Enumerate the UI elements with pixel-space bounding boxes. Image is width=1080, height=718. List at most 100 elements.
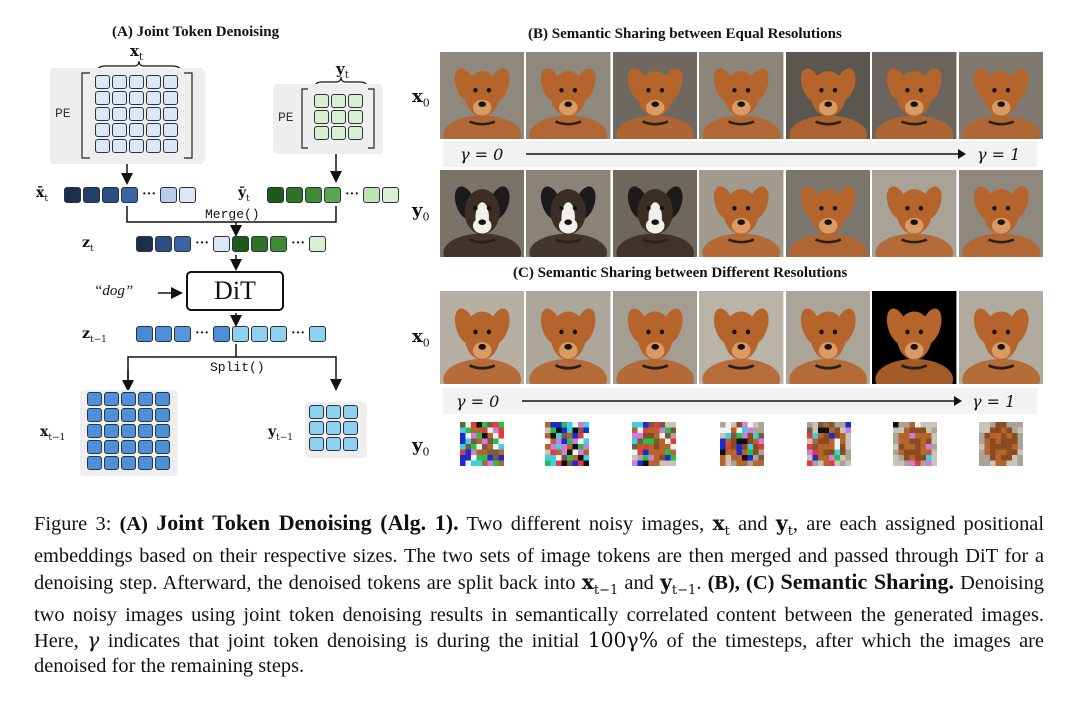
token-cell xyxy=(129,75,144,89)
token-cell xyxy=(95,107,110,121)
xt1-label: xt−1 xyxy=(40,424,66,443)
token-cell xyxy=(129,123,144,137)
token-cell xyxy=(138,424,153,438)
caption-yt: yt xyxy=(775,511,793,540)
token xyxy=(174,326,191,342)
token-cell xyxy=(314,110,329,124)
xbar-label: x̄t xyxy=(36,185,48,204)
yt-token-grid xyxy=(314,94,363,140)
token-cell xyxy=(314,126,329,140)
dog-image xyxy=(958,291,1043,384)
token xyxy=(251,236,269,252)
token-cell xyxy=(146,75,161,89)
token-cell xyxy=(104,456,119,470)
token-cell xyxy=(348,110,363,124)
caption-and-2: and xyxy=(618,572,661,595)
ellipsis: ··· xyxy=(345,187,360,202)
dog-image xyxy=(612,52,698,139)
dog-image xyxy=(526,52,611,139)
token-cell xyxy=(112,123,127,137)
token-cell xyxy=(104,424,119,438)
caption-a-title: Joint Token Denoising (Alg. 1). xyxy=(156,510,459,535)
token-cell xyxy=(104,440,119,454)
panel-c-gamma-arrow xyxy=(522,396,962,406)
token-cell xyxy=(155,408,170,422)
token-cell xyxy=(155,392,170,406)
panel-b-x0-label: x0 xyxy=(412,86,430,110)
token-cell xyxy=(163,139,178,153)
token-cell xyxy=(343,405,358,419)
token xyxy=(102,187,119,203)
token-cell xyxy=(146,107,161,121)
dog-image xyxy=(526,170,611,257)
token-cell xyxy=(129,91,144,105)
token-cell xyxy=(348,94,363,108)
panel-c-x0-image-strip xyxy=(440,291,1043,384)
noisy-dog-thumbnail xyxy=(545,422,590,467)
token-cell xyxy=(121,408,136,422)
xt1-token-grid xyxy=(87,392,170,470)
token-cell xyxy=(95,75,110,89)
figure-caption: Figure 3: (A) Joint Token Denoising (Alg… xyxy=(34,510,1044,679)
dog-image xyxy=(699,291,784,384)
merge-label: Merge() xyxy=(205,207,260,222)
token-cell xyxy=(326,421,341,435)
token xyxy=(64,187,81,203)
token xyxy=(305,187,322,203)
caption-gamma: γ xyxy=(87,628,100,653)
xt-label: xt xyxy=(130,42,143,63)
dit-label: DiT xyxy=(214,276,256,305)
token-cell xyxy=(163,75,178,89)
token xyxy=(121,187,138,203)
token-cell xyxy=(87,440,102,454)
token xyxy=(270,326,288,342)
caption-and-1: and xyxy=(729,513,776,535)
token-cell xyxy=(87,392,102,406)
token-cell xyxy=(138,408,153,422)
zt1-label: zt−1 xyxy=(82,326,107,345)
token-cell xyxy=(163,91,178,105)
token-cell xyxy=(326,405,341,419)
token-cell xyxy=(331,94,346,108)
prompt-label: “dog” xyxy=(94,283,134,299)
token-cell xyxy=(163,123,178,137)
token xyxy=(160,187,178,203)
token-cell xyxy=(104,408,119,422)
xt-token-grid xyxy=(95,75,178,153)
panel-b-y0-image-strip xyxy=(440,170,1043,257)
caption-yt1: yt−1 xyxy=(660,570,697,599)
token-cell xyxy=(314,94,329,108)
token-cell xyxy=(112,139,127,153)
caption-a-label: (A) xyxy=(119,513,157,535)
token xyxy=(324,187,341,203)
token-cell xyxy=(112,75,127,89)
token-cell xyxy=(112,107,127,121)
token xyxy=(232,326,250,342)
token xyxy=(363,187,381,203)
token xyxy=(270,236,288,252)
yt1-token-grid xyxy=(309,405,358,451)
dog-image xyxy=(440,52,525,139)
token-cell xyxy=(146,91,161,105)
token xyxy=(267,187,284,203)
token-cell xyxy=(155,440,170,454)
panel-b-gamma-end: γ = 1 xyxy=(977,145,1021,164)
token-cell xyxy=(95,91,110,105)
panel-c-title: (C) Semantic Sharing between Different R… xyxy=(513,265,848,281)
noisy-dog-thumbnail xyxy=(632,422,677,467)
pe-bracket-right-x xyxy=(184,72,193,159)
token xyxy=(83,187,100,203)
token-cell xyxy=(309,421,324,435)
token xyxy=(136,326,153,342)
token-cell xyxy=(146,139,161,153)
panel-b-gamma-start: γ = 0 xyxy=(460,145,504,164)
yt-brace xyxy=(314,76,368,88)
token-cell xyxy=(348,126,363,140)
caption-text-1: Two different noisy images, xyxy=(458,513,713,535)
ellipsis: ··· xyxy=(291,326,306,341)
zt1-token-row: ··· ··· xyxy=(136,326,327,342)
caption-bc-title: Semantic Sharing. xyxy=(780,569,954,595)
token xyxy=(309,236,327,252)
caption-fig-label: Figure 3: xyxy=(34,513,120,535)
token xyxy=(382,187,400,203)
